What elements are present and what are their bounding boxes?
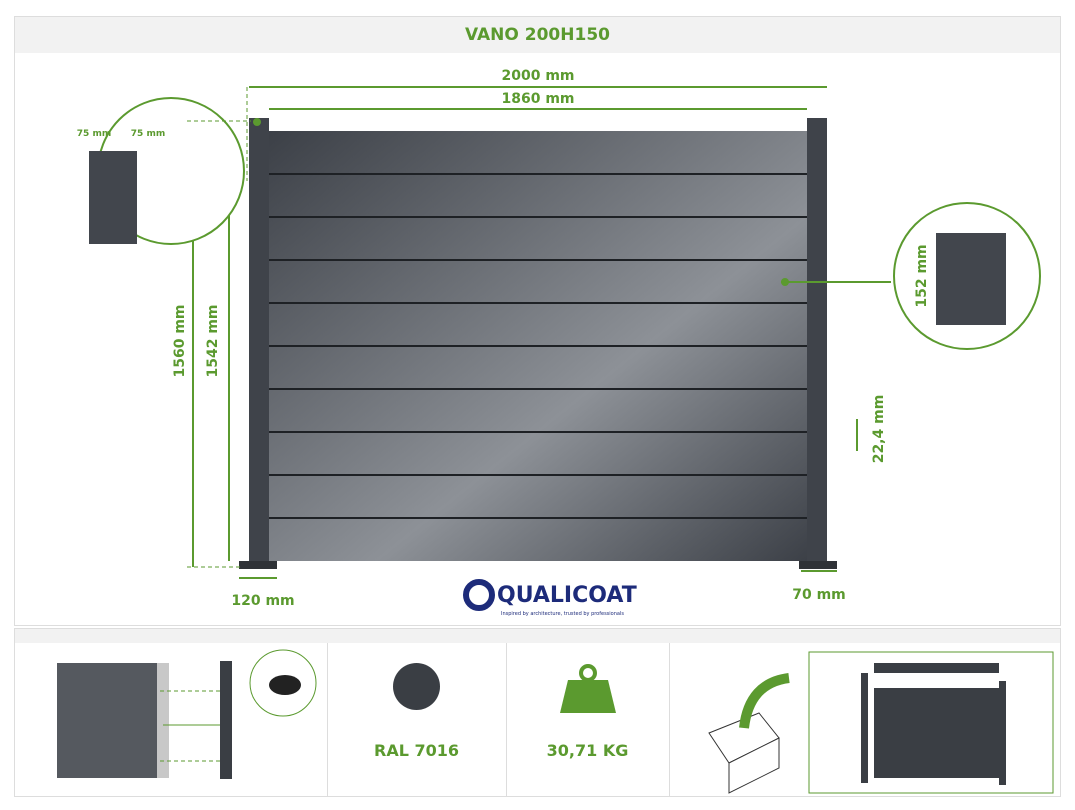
weight-cell: 30,71 KG (506, 643, 670, 796)
logo-tagline: Inspired by architecture, trusted by pro… (501, 611, 624, 617)
panel-height-label: 1542 mm (205, 304, 221, 377)
slat-height-label: 152 mm (914, 244, 930, 307)
cut-to-size-cell (15, 643, 328, 796)
color-swatch-icon (393, 663, 440, 710)
packaging-cell (669, 643, 1060, 796)
page-title: VANO 200H150 (15, 17, 1060, 53)
post-width-label: 70 mm (792, 587, 846, 603)
total-width-label: 2000 mm (501, 68, 574, 84)
main-diagram: VANO 200H150 2000 mm 1860 mm 1560 mm 154… (14, 16, 1061, 626)
color-label: RAL 7016 (374, 741, 459, 760)
post-side-b-label: 75 mm (131, 129, 165, 139)
logo-name: QUALICOAT (497, 583, 637, 608)
gap-label: 22,4 mm (871, 395, 887, 464)
feature-strip: RAL 7016 30,71 KG (14, 628, 1061, 797)
post-base-label: 120 mm (231, 593, 294, 609)
fence-diagram: 2000 mm 1860 mm 1560 mm 1542 mm 120 mm 7… (77, 68, 1041, 617)
panel-width-label: 1860 mm (501, 91, 574, 107)
fence-panel (269, 131, 807, 561)
weight-label: 30,71 KG (546, 741, 629, 760)
post-side-a-label: 75 mm (77, 129, 111, 139)
color-cell: RAL 7016 (327, 643, 507, 796)
weight-icon (560, 664, 616, 713)
box-assembly-icon (708, 651, 1054, 794)
left-post (249, 118, 269, 561)
cut-panel-icon (57, 649, 317, 779)
qualicoat-logo: QUALICOAT Inspired by architecture, trus… (463, 579, 637, 617)
total-height-label: 1560 mm (172, 304, 188, 377)
right-post (807, 118, 827, 561)
